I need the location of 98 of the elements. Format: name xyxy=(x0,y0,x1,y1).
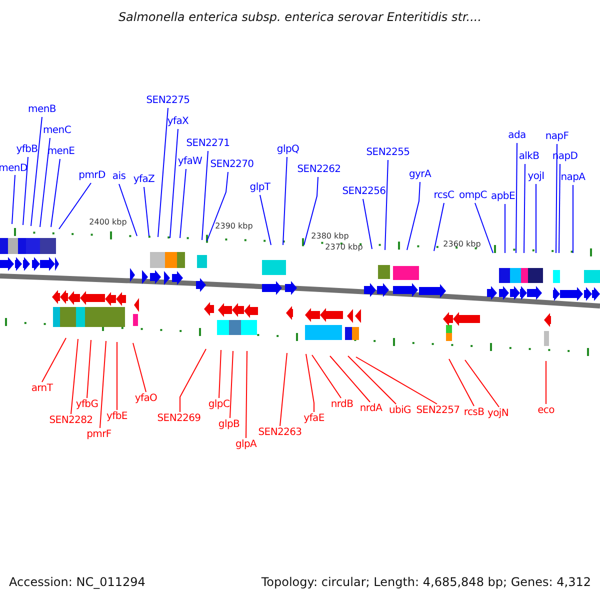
gene-label: ais xyxy=(112,171,126,183)
position-tick-label: 2360 kbp xyxy=(443,240,481,248)
gene-label: yfaZ xyxy=(133,174,155,186)
leader-line xyxy=(260,194,272,246)
leader-line xyxy=(348,356,396,404)
leader-line xyxy=(406,182,420,250)
leader-line xyxy=(280,352,288,426)
gene-label: yfaW xyxy=(178,156,202,168)
gene-label: ompC xyxy=(459,190,487,202)
position-tick-label: 2380 kbp xyxy=(311,232,349,240)
gene-label: yfaO xyxy=(134,393,158,405)
leader-line xyxy=(312,354,342,398)
leader-line xyxy=(504,204,506,254)
gene-label: rcsB xyxy=(464,407,484,419)
gene-label: SEN2275 xyxy=(146,95,190,107)
gene-label: menB xyxy=(28,104,56,116)
leader-line xyxy=(306,354,314,412)
leader-line xyxy=(464,360,500,408)
leader-line xyxy=(118,184,138,236)
position-tick-label: 2370 kbp xyxy=(325,242,363,252)
gene-label: pmrF xyxy=(86,429,112,441)
leader-line xyxy=(384,160,388,250)
accession-note: Accession: NC_011294 xyxy=(9,575,146,589)
gene-label: yfaE xyxy=(304,413,324,425)
leader-line xyxy=(572,184,574,254)
leader-line xyxy=(40,138,50,228)
gene-label: gyrA xyxy=(408,169,432,181)
gene-label: SEN2269 xyxy=(157,413,201,425)
leader-line xyxy=(282,156,288,246)
leader-line xyxy=(170,128,178,238)
gene-label: yfaX xyxy=(167,116,189,128)
leader-line xyxy=(556,144,558,254)
leader-line xyxy=(558,164,560,254)
leader-line xyxy=(202,150,208,240)
gene-label: eco xyxy=(538,405,554,417)
gene-label: glpT xyxy=(250,182,270,194)
gene-label: alkB xyxy=(518,151,540,163)
leader-line xyxy=(206,172,228,242)
genome-summary-note: Topology: circular; Length: 4,685,848 bp; Genes: 4,312 xyxy=(261,575,591,589)
leader-line xyxy=(116,342,118,410)
gene-label: SEN2282 xyxy=(49,415,93,427)
leader-line xyxy=(474,202,494,254)
gene-label: napF xyxy=(545,131,569,143)
gene-label: arnT xyxy=(31,383,53,395)
gene-label: glpQ xyxy=(276,144,300,156)
gene-label: SEN2263 xyxy=(258,427,302,439)
gene-label: SEN2270 xyxy=(210,159,254,171)
leader-line xyxy=(144,186,150,236)
gene-label: apbE xyxy=(491,191,515,203)
gene-label: glpB xyxy=(218,419,240,431)
gene-label: napA xyxy=(560,172,586,184)
leader-line xyxy=(100,340,106,428)
title: Salmonella enterica subsp. enterica serovar Enteritidis str.... xyxy=(117,9,483,25)
gene-label: ada xyxy=(508,130,526,142)
leader-line xyxy=(70,338,78,414)
leader-line xyxy=(132,342,146,392)
leader-line xyxy=(22,156,28,226)
gene-label: SEN2255 xyxy=(366,147,410,159)
position-tick-label: 2400 kbp xyxy=(89,218,127,226)
gene-label: glpA xyxy=(235,439,257,451)
gene-label: SEN2271 xyxy=(186,138,230,150)
leader-line xyxy=(180,168,186,238)
gene-label: yfbB xyxy=(16,144,38,156)
leader-line xyxy=(12,174,16,224)
gene-label: SEN2257 xyxy=(416,405,460,417)
leader-line xyxy=(158,108,168,238)
gene-label: yojN xyxy=(487,408,509,420)
leader-line xyxy=(58,182,92,230)
leader-line xyxy=(218,350,222,398)
gene-label: SEN2256 xyxy=(342,186,386,198)
leader-line xyxy=(246,350,248,438)
leader-line xyxy=(434,202,444,252)
gene-label: ubiG xyxy=(389,405,411,417)
leader-line xyxy=(230,350,234,418)
gene-label: glpC xyxy=(208,399,230,411)
leader-line xyxy=(30,116,42,226)
gene-label: menD xyxy=(0,163,28,175)
gene-label: nrdB xyxy=(330,399,354,411)
gene-label: pmrD xyxy=(78,170,106,182)
leader-line xyxy=(356,356,438,404)
leader-line xyxy=(524,164,526,254)
gene-label: menC xyxy=(43,125,71,137)
gene-label: yfbE xyxy=(106,411,128,423)
leader-line xyxy=(304,176,318,246)
gene-label: SEN2262 xyxy=(297,164,341,176)
leader-line xyxy=(516,142,518,254)
leader-line xyxy=(50,158,60,228)
position-tick-label: 2390 kbp xyxy=(215,222,253,230)
leader-line xyxy=(86,340,92,398)
gene-label: nrdA xyxy=(360,403,382,415)
gene-label: rcsC xyxy=(434,190,454,202)
gene-label: yfbG xyxy=(76,399,98,411)
leader-line xyxy=(448,358,474,406)
leader-line xyxy=(362,198,372,250)
leader-line xyxy=(180,348,206,412)
gene-label: yojI xyxy=(528,171,544,183)
leader-line xyxy=(42,338,66,382)
leader-line xyxy=(330,356,370,402)
